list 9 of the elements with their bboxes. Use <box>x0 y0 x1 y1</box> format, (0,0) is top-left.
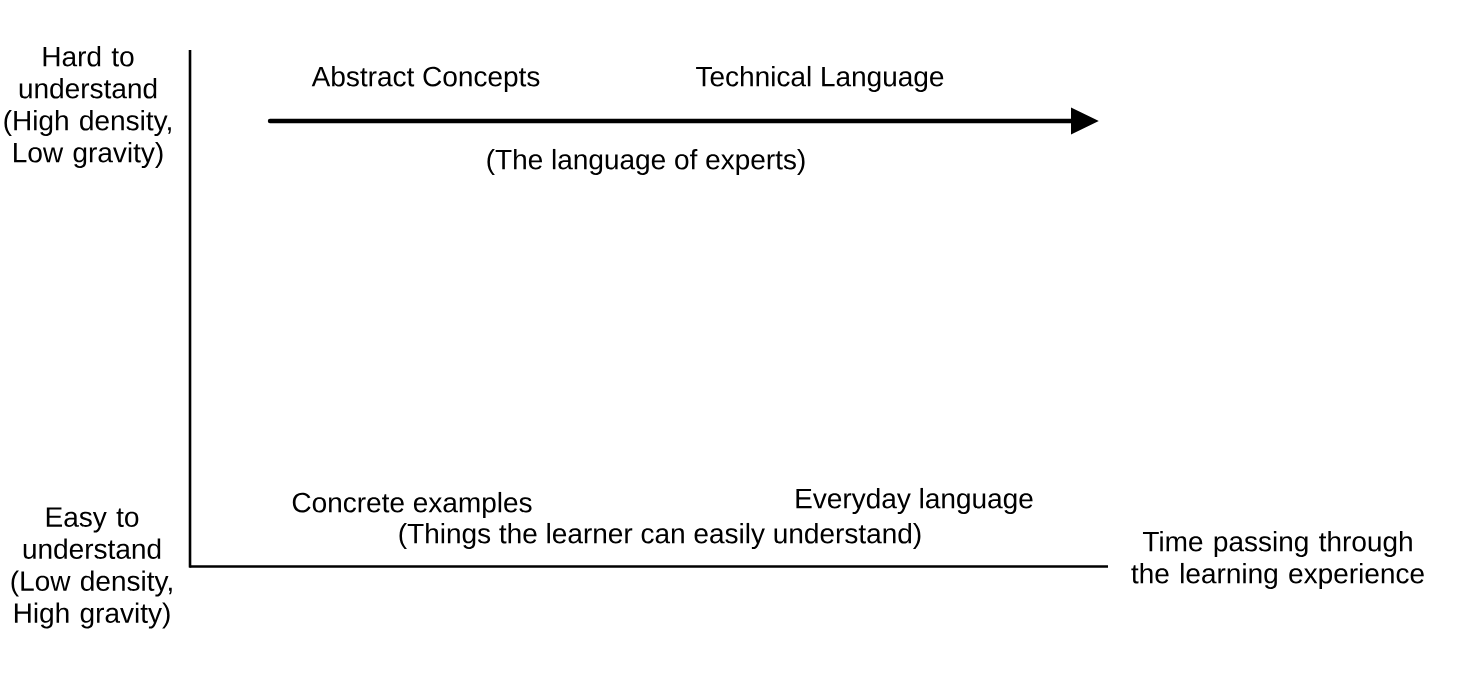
concept-label: Everyday language <box>796 487 1033 515</box>
concept-label: Concrete examples <box>292 491 532 519</box>
axis-label: Hard to understand (High density, Low gravity) <box>4 45 171 169</box>
note-text: (Things the learner can easily understand) <box>399 522 921 550</box>
concept-label: Technical Language <box>696 65 944 93</box>
axis-label: Time passing through the learning experience <box>1131 530 1424 590</box>
concept-label: Abstract Concepts <box>311 65 540 93</box>
note-text: (The language of experts) <box>487 148 805 176</box>
axis-label: Easy to understand (Low density, High gravity) <box>11 507 172 629</box>
